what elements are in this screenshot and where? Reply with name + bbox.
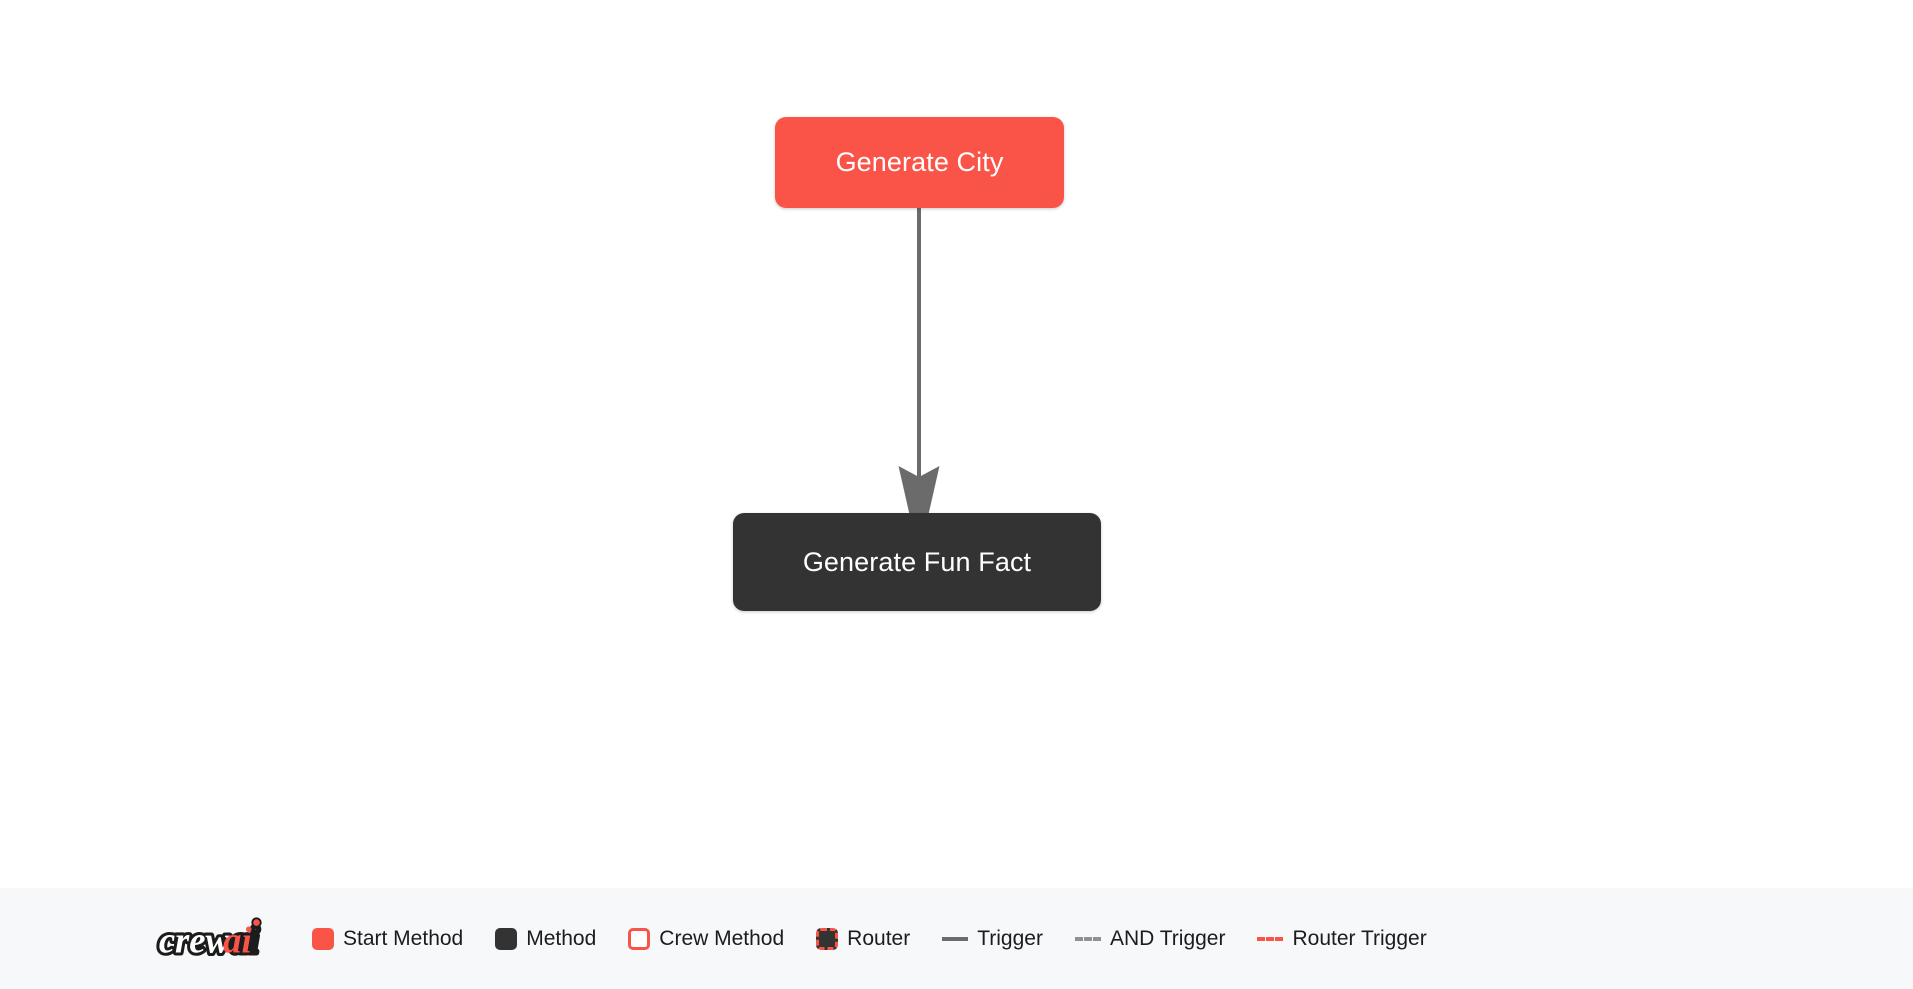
flow-canvas[interactable]: Generate City Generate Fun Fact [0,0,1913,888]
flow-node-generate-city[interactable]: Generate City [775,117,1064,208]
legend-label: Method [526,926,597,950]
legend-label: Trigger [977,926,1043,950]
method-swatch [495,927,518,950]
crewai-logo-ai-fill: ai [223,919,252,960]
legend-label: Start Method [343,926,464,950]
crew-method-swatch [628,927,651,950]
router-swatch [816,927,839,950]
flow-node-generate-fun-fact[interactable]: Generate Fun Fact [733,513,1101,611]
legend-item-router: Router [816,927,910,951]
legend-item-and-trigger: AND Trigger [1074,926,1226,951]
crewai-logo-dot [253,918,260,926]
legend-label: Router [847,926,911,950]
crewai-logo-outline: crewai [159,919,259,960]
legend-label: AND Trigger [1109,926,1226,950]
flow-node-label: Generate Fun Fact [802,546,1032,577]
legend-bar: crewai crew ai Start Method Method Crew … [0,888,1913,989]
legend-item-trigger: Trigger [942,927,1043,951]
flow-node-label: Generate City [835,147,1004,177]
and-trigger-line [1074,936,1101,941]
start-method-swatch [312,927,334,950]
legend-item-method: Method [495,927,596,951]
legend-label: Router Trigger [1292,926,1427,950]
legend-item-start-method: Start Method [312,927,463,951]
edge-city-to-fun-fact [898,207,940,525]
crewai-logo-crew-fill: crew [159,919,231,960]
trigger-line [942,936,969,941]
legend-item-crew-method: Crew Method [628,927,784,951]
crewai-logo: crewai crew ai [156,916,262,963]
legend-label: Crew Method [659,926,785,950]
router-trigger-line [1257,936,1284,941]
legend-item-router-trigger: Router Trigger [1257,926,1427,951]
